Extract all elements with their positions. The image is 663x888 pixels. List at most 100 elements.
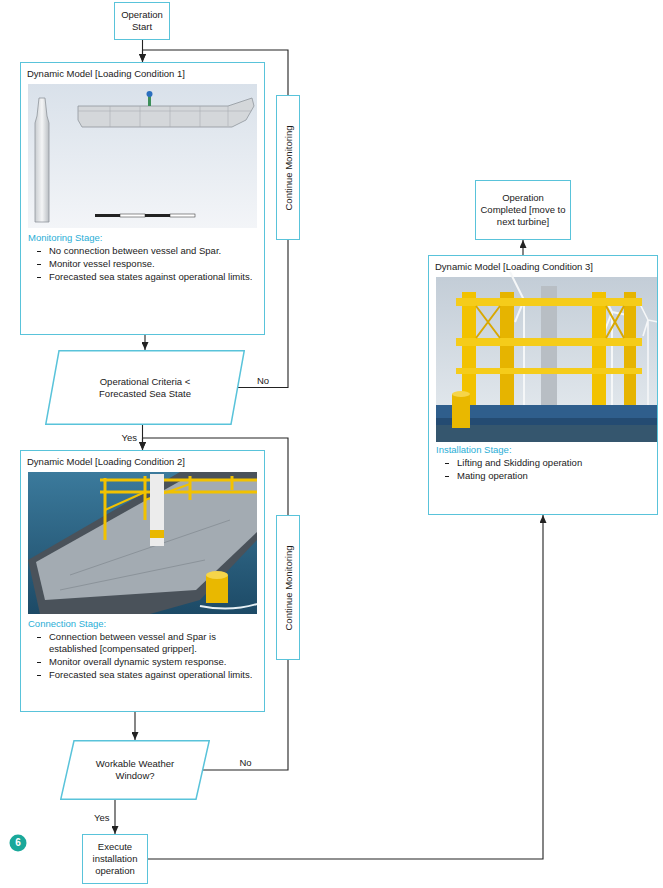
illustration-part: [592, 292, 606, 408]
box-text: Operation Completed [move to next turbin…: [480, 192, 566, 228]
illustration-part: [228, 106, 229, 126]
loop-box: Continue Monitoring: [276, 95, 300, 240]
illustration-part: [105, 484, 190, 510]
picture-space: [27, 472, 258, 614]
bullet-item: Forecasted sea states against operationa…: [27, 271, 258, 283]
edge-label: Yes: [93, 812, 111, 823]
illustration-part: [110, 106, 111, 127]
illustration-part: [200, 604, 257, 609]
bullet-item: Lifting and Skidding operation: [435, 457, 651, 469]
decision-parallelogram: Workable Weather Window?: [60, 740, 210, 800]
illustration-part: [456, 368, 642, 374]
parallelogram-shape: [46, 351, 245, 425]
bullet-item: Monitor overall dynamic system response.: [27, 656, 258, 668]
bullet-text: Monitor overall dynamic system response.: [49, 656, 226, 667]
flow-connector: [114, 800, 115, 834]
illustration-part: [640, 304, 658, 405]
illustration-part: [170, 214, 195, 217]
illustration-part: [35, 98, 49, 222]
bullet-dash: [445, 463, 449, 464]
installation-stage-render: [436, 272, 658, 442]
decision-text: Workable Weather Window?: [89, 758, 181, 782]
illustration-part: [95, 214, 120, 217]
illustration-part: [456, 298, 642, 306]
edge-label: No: [239, 757, 253, 768]
flow-connector: [134, 712, 135, 740]
illustration-part: [206, 575, 228, 603]
connection-stage-render: [28, 472, 257, 614]
illustration-part: [28, 472, 257, 614]
illustration-part: [147, 91, 153, 97]
bullet-dash: [37, 251, 41, 252]
illustration-part: [60, 560, 205, 590]
model-panel: Dynamic Model [Loading Condition 2] Conne…: [20, 450, 265, 712]
bullet-item: Connection between vessel and Spar is es…: [27, 631, 258, 655]
process-box: Execute installation operation: [82, 834, 148, 884]
stage-title: Monitoring Stage:: [27, 232, 258, 244]
bullet-text: Mating operation: [457, 470, 528, 481]
bullet-dash: [37, 675, 41, 676]
decision-parallelogram: Operational Criteria < Forecasted Sea St…: [45, 350, 245, 425]
flow-connector: [148, 515, 543, 859]
picture-space: [27, 84, 258, 228]
illustration-part: [145, 214, 170, 217]
bullet-text: Lifting and Skidding operation: [457, 457, 582, 468]
bullet-dash: [37, 277, 41, 278]
illustration-part: [28, 472, 257, 614]
panel-heading: Dynamic Model [Loading Condition 2]: [27, 455, 258, 468]
panel-heading: Dynamic Model [Loading Condition 1]: [27, 67, 258, 80]
flow-connector: [522, 240, 523, 255]
illustration-part: [78, 98, 254, 127]
callout-number: 6: [10, 835, 26, 851]
illustration-part: [452, 394, 470, 428]
model-panel: Dynamic Model [Loading Condition 3] Insta…: [428, 255, 658, 515]
bullet-dash: [445, 476, 449, 477]
stage-title: Connection Stage:: [27, 618, 258, 630]
flow-connector: [238, 240, 288, 388]
bullet-item: No connection between vessel and Spar.: [27, 245, 258, 257]
edge-label: No: [256, 375, 270, 386]
bullet-item: Monitor vessel response.: [27, 258, 258, 270]
vessel-spar-render: [28, 84, 257, 228]
bullet-item: Mating operation: [435, 470, 651, 482]
illustration-part: [120, 214, 145, 217]
illustration-part: [28, 84, 257, 228]
illustration-part: [78, 111, 251, 112]
bullet-text: Forecasted sea states against operationa…: [49, 669, 252, 680]
stage-title: Installation Stage:: [435, 444, 651, 456]
flow-connector: [144, 335, 145, 350]
picture-space: [435, 277, 651, 440]
illustration-part: [206, 571, 228, 579]
illustration-part: [624, 292, 636, 408]
start-box: Operation Start: [114, 2, 170, 40]
bullet-text: Monitor vessel response.: [49, 258, 155, 269]
edge-label: Yes: [121, 432, 139, 443]
bullet-text: Connection between vessel and Spar is es…: [49, 631, 216, 654]
panel-heading: Dynamic Model [Loading Condition 3]: [435, 260, 651, 273]
box-text: Operation Start: [119, 9, 165, 33]
decision-text: Operational Criteria < Forecasted Sea St…: [93, 376, 197, 400]
end-box: Operation Completed [move to next turbin…: [475, 180, 571, 240]
bullet-dash: [37, 264, 41, 265]
loop-text: Continue Monitoring: [282, 516, 294, 659]
illustration-part: [100, 476, 257, 540]
box-text: Execute installation operation: [87, 841, 143, 877]
illustration-part: [150, 474, 164, 546]
illustration-part: [456, 338, 642, 346]
illustration-part: [476, 306, 624, 338]
bullet-dash: [37, 662, 41, 663]
illustration-part: [170, 106, 171, 127]
illustration-part: [462, 292, 476, 408]
illustration-part: [436, 277, 658, 442]
illustration-part: [150, 530, 164, 538]
bullet-text: Forecasted sea states against operationa…: [49, 271, 252, 282]
illustration-part: [500, 292, 514, 408]
loop-text: Continue Monitoring: [282, 96, 294, 239]
illustration-part: [140, 106, 141, 127]
illustration-part: [452, 391, 470, 397]
parallelogram-shape: [61, 741, 210, 800]
bullet-dash: [37, 637, 41, 638]
